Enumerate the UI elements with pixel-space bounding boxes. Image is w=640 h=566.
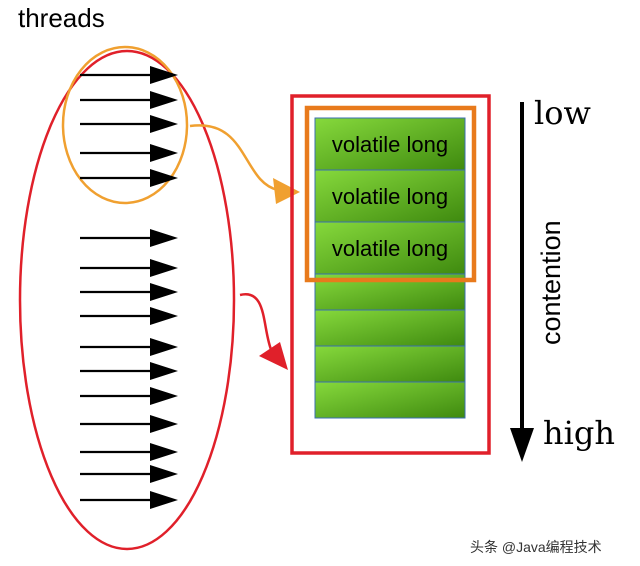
thread-arrow	[80, 259, 178, 277]
cell	[314, 345, 466, 383]
thread-arrow	[80, 66, 178, 84]
cell	[314, 117, 466, 171]
watermark: 头条 @Java编程技术	[470, 539, 602, 555]
contention-low-label: low	[534, 94, 591, 132]
threads-label: threads	[18, 3, 105, 33]
contention-label: contention	[536, 220, 566, 345]
cell	[314, 221, 466, 275]
contention-axis-arrowhead	[510, 428, 534, 462]
thread-arrow	[80, 465, 178, 483]
all-connector-arrow	[239, 293, 274, 353]
cell	[314, 169, 466, 223]
group-connector-arrow	[189, 124, 279, 192]
thread-group-ellipse	[61, 45, 189, 205]
cell	[314, 309, 466, 347]
thread-arrow	[80, 91, 178, 109]
thread-arrow	[80, 362, 178, 380]
thread-arrow	[80, 443, 178, 461]
thread-arrow	[80, 387, 178, 405]
thread-arrow	[80, 169, 178, 187]
memory-block-outline	[290, 94, 491, 455]
contended-cells-outline	[304, 105, 477, 283]
contention-high-label: high	[543, 414, 615, 452]
thread-arrow	[80, 229, 178, 247]
all-connector-arrowhead	[259, 342, 288, 370]
thread-arrow	[80, 307, 178, 325]
cell-label: volatile long	[332, 236, 448, 261]
group-connector-arrowhead	[273, 178, 300, 204]
all-threads-ellipse	[18, 49, 236, 551]
thread-arrows	[80, 66, 178, 509]
cell-label: volatile long	[332, 132, 448, 157]
thread-arrow	[80, 283, 178, 301]
thread-arrow	[80, 491, 178, 509]
cell	[314, 381, 466, 419]
thread-arrow	[80, 338, 178, 356]
thread-arrow	[80, 115, 178, 133]
cell-label: volatile long	[332, 184, 448, 209]
cell-stack: volatile long volatile long volatile long	[314, 117, 466, 419]
thread-arrow	[80, 415, 178, 433]
thread-arrow	[80, 144, 178, 162]
